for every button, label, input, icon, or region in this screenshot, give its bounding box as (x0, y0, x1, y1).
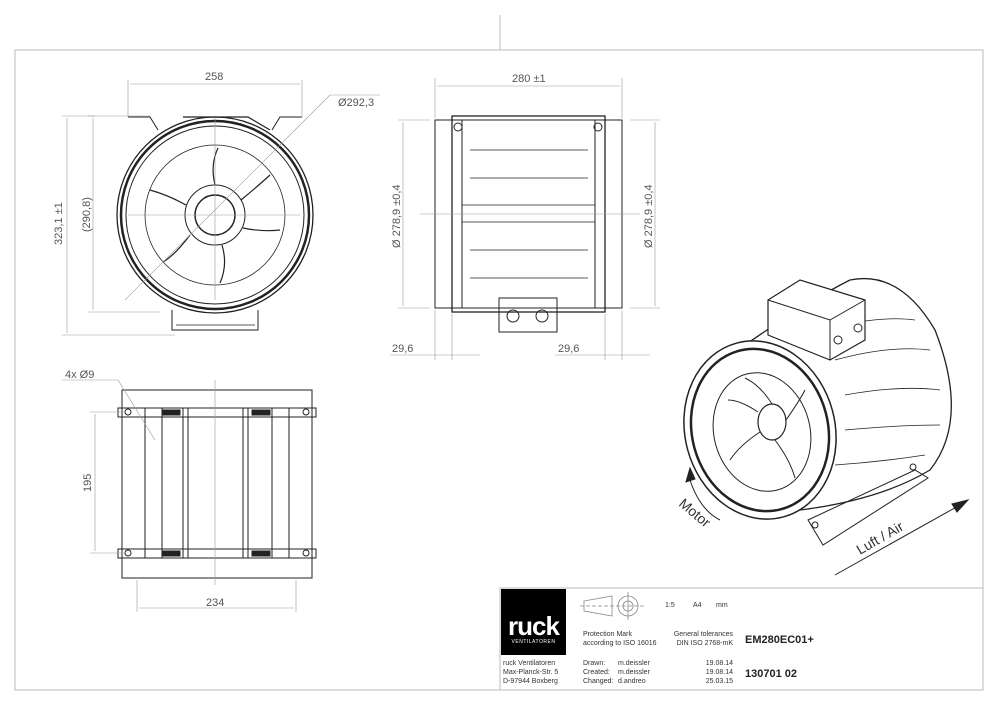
scale: 1:5 (665, 602, 675, 609)
dim-bottom-width: 234 (206, 597, 224, 609)
paper-size: A4 (693, 602, 702, 609)
dim-side-offset-left: 29,6 (392, 343, 413, 355)
unit: mm (716, 602, 728, 609)
drawing-number: 130701 02 (745, 668, 797, 680)
bottom-view (62, 379, 317, 612)
dim-front-inner-height: (290,8) (81, 197, 93, 232)
dim-front-width: 258 (205, 71, 223, 83)
general-tolerances: General tolerances DIN ISO 2768-mK (673, 631, 733, 647)
dim-side-length: 280 ±1 (512, 73, 546, 85)
drawing-frame (14, 49, 984, 691)
dim-front-diameter: Ø292,3 (338, 97, 374, 109)
ruck-logo: ruck VENTILATOREN (501, 589, 566, 655)
dim-holes: 4x Ø9 (65, 369, 94, 381)
protection-mark: Protection Mark according to ISO 16016 (583, 631, 657, 647)
history-dates: 19.08.14 19.08.14 25.03.15 (705, 660, 733, 685)
dim-side-diameter-right: Ø 278,9 ±0,4 (643, 184, 655, 248)
dim-bottom-depth: 195 (82, 474, 94, 492)
motor-label: Motor (676, 495, 714, 530)
dim-side-diameter-left: Ø 278,9 ±0,4 (391, 184, 403, 248)
dim-side-offset-right: 29,6 (558, 343, 579, 355)
company-address: ruck Ventilatoren Max-Planck-Str. 5 D-97… (503, 660, 559, 685)
title-block-frame (499, 587, 984, 691)
front-view (62, 80, 380, 336)
airflow-label: Luft / Air (854, 518, 907, 558)
projection-symbol-icon (580, 592, 645, 620)
history-labels: Drawn: Created: Changed: (583, 660, 614, 685)
dim-front-height: 323,1 ±1 (53, 202, 65, 245)
isometric-view (683, 278, 970, 576)
model-number: EM280EC01+ (745, 634, 814, 646)
side-view (390, 78, 660, 360)
history-names: m.deissler m.deissler d.andreo (618, 660, 650, 685)
